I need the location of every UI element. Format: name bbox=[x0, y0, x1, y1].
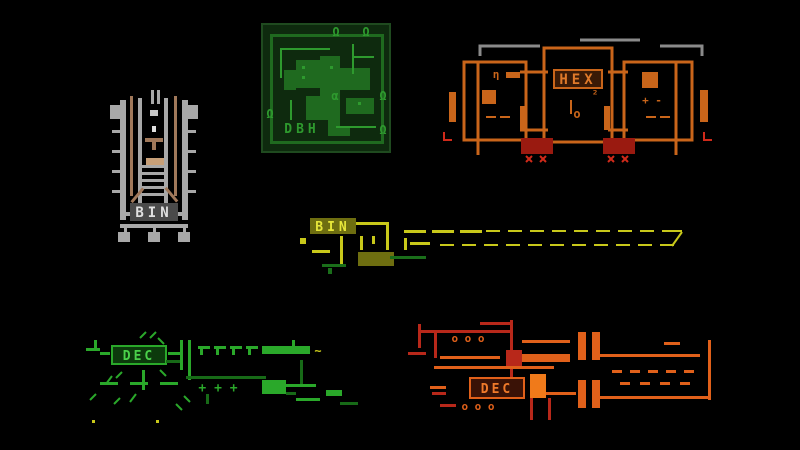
dec-right-ooo-glyph: o o o bbox=[451, 332, 484, 345]
hex-eta-glyph: η bbox=[493, 68, 500, 81]
dbh-omega-glyph-3: Ω bbox=[266, 107, 273, 121]
dec-left-tilde-glyph: ~ bbox=[314, 344, 321, 358]
dec-right-label: DEC bbox=[481, 382, 513, 397]
dbh-alpha-glyph: α bbox=[331, 89, 338, 103]
bin-tower: BIN bbox=[110, 90, 198, 242]
dec-right-ooo-glyph-2: o o o bbox=[461, 400, 494, 413]
dbh-omega-glyph-5: Ω bbox=[379, 123, 386, 137]
dbh-omega-glyph: Ω bbox=[332, 25, 339, 39]
bin-bar: BIN bbox=[300, 218, 683, 274]
dbh-block: Ω Ω Ω Ω Ω α DBH bbox=[261, 23, 391, 153]
dec-left-label: DEC bbox=[123, 349, 155, 364]
dec-right: o o o DEC o o o bbox=[408, 320, 711, 420]
hex-o-glyph: o bbox=[573, 107, 580, 121]
bin-tower-label: BIN bbox=[135, 205, 172, 221]
dec-left-plus-glyph: + + + bbox=[198, 381, 237, 396]
dbh-omega-glyph-4: Ω bbox=[379, 89, 386, 103]
dbh-block-label: DBH bbox=[284, 122, 319, 137]
hex-sup2-glyph: ² bbox=[592, 88, 599, 101]
bin-bar-label: BIN bbox=[315, 220, 350, 235]
hex-machine-label: HEX bbox=[559, 72, 596, 88]
hex-pm-glyph: + - bbox=[642, 94, 662, 107]
hex-machine: HEX η ² o + - bbox=[443, 38, 712, 163]
dbh-omega-glyph-2: Ω bbox=[362, 25, 369, 39]
dec-left: DEC bbox=[86, 331, 358, 423]
